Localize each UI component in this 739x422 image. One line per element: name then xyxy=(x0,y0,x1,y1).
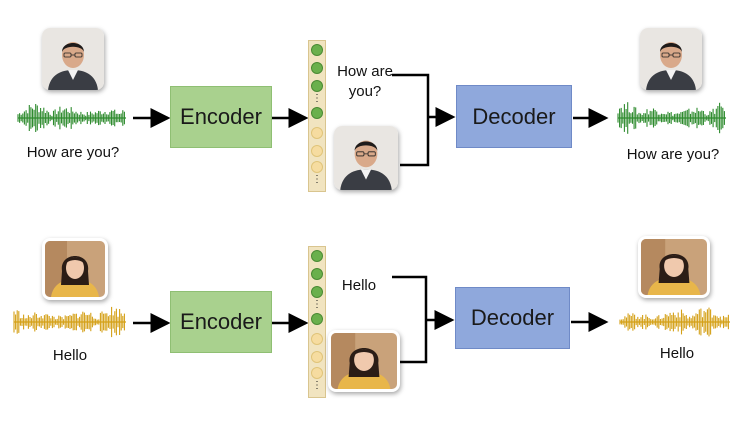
speaker-code-dot xyxy=(311,145,323,157)
content-text-top: How are you? xyxy=(326,62,404,102)
content-code-dot xyxy=(311,80,323,92)
output-text-top: How are you? xyxy=(626,146,720,163)
ellipsis: ⋮ xyxy=(312,380,322,391)
ellipsis: ⋮ xyxy=(312,174,322,185)
encoder-box-bottom: Encoder xyxy=(170,291,272,353)
latent-code-column-top: ⋮ ⋮ xyxy=(308,40,326,192)
encoder-box-top: Encoder xyxy=(170,86,272,148)
ellipsis: ⋮ xyxy=(312,299,322,310)
male-speaker-photo xyxy=(42,28,104,90)
decoder-box-bottom: Decoder xyxy=(455,287,570,349)
speaker-code-dot xyxy=(311,161,323,173)
content-code-dot xyxy=(311,286,323,298)
content-code-dot xyxy=(311,250,323,262)
latent-code-column-bottom: ⋮ ⋮ xyxy=(308,246,326,398)
content-code-dot xyxy=(311,268,323,280)
female-speaker-photo xyxy=(638,236,710,298)
female-speaker-photo xyxy=(328,330,400,392)
decoder-box-top: Decoder xyxy=(456,85,572,148)
output-text-bottom: Hello xyxy=(659,345,695,362)
content-code-dot xyxy=(311,62,323,74)
ellipsis: ⋮ xyxy=(312,93,322,104)
male-speaker-photo xyxy=(640,28,702,90)
input-text-bottom: Hello xyxy=(52,347,88,364)
content-code-dot xyxy=(311,313,323,325)
male-speaker-photo xyxy=(334,126,398,190)
speaker-code-dot xyxy=(311,367,323,379)
bracket-top xyxy=(392,73,430,167)
content-code-dot xyxy=(311,107,323,119)
speaker-code-dot xyxy=(311,351,323,363)
speaker-code-dot xyxy=(311,127,323,139)
female-speaker-photo xyxy=(42,238,108,300)
content-code-dot xyxy=(311,44,323,56)
content-text-top-value: How are you? xyxy=(337,63,393,100)
speaker-code-dot xyxy=(311,333,323,345)
content-text-bottom: Hello xyxy=(341,277,377,294)
input-text-top: How are you? xyxy=(26,144,120,161)
